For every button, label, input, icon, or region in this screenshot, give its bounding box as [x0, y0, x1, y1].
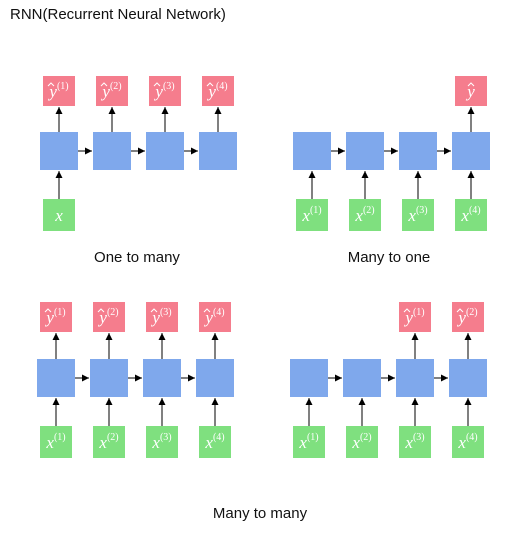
input-label: x(4) — [460, 205, 480, 225]
hidden-state-cell — [143, 359, 181, 397]
input-label: x(4) — [457, 432, 477, 452]
input-node — [40, 426, 72, 458]
panel-one-to-many: x y(1) y(2) y(3) y(4) — [40, 76, 237, 231]
hat-accent — [206, 82, 214, 87]
input-node — [399, 426, 431, 458]
hat-accent — [47, 82, 55, 87]
page-title: RNN(Recurrent Neural Network) — [10, 6, 226, 23]
output-label: y(3) — [150, 307, 171, 327]
input-label: x(2) — [98, 432, 118, 452]
output-node — [199, 302, 231, 332]
caption-many-to-one: Many to one — [347, 249, 431, 266]
input-label: x(2) — [354, 205, 374, 225]
output-node — [202, 76, 234, 106]
panel-many-to-many-delayed: x(1) x(2) x(3) y(1) x(4) y(2) — [290, 302, 487, 458]
hat-accent — [203, 308, 211, 313]
output-label: y(2) — [456, 307, 477, 327]
input-label: x — [54, 206, 63, 225]
input-node — [455, 199, 487, 231]
output-node — [452, 302, 484, 332]
input-node — [296, 199, 328, 231]
input-label: x(2) — [351, 432, 371, 452]
input-node — [146, 426, 178, 458]
input-label: x(3) — [151, 432, 171, 452]
hat-accent — [97, 308, 105, 313]
hat-accent — [150, 308, 158, 313]
hidden-state-cell — [146, 132, 184, 170]
output-label: y — [465, 82, 475, 101]
panel-many-to-one: x(1) x(2) x(3) x(4) y — [293, 76, 490, 231]
input-node — [199, 426, 231, 458]
output-node — [455, 76, 487, 106]
hidden-state-cell — [196, 359, 234, 397]
output-label: y(3) — [153, 81, 174, 101]
hidden-state-cell — [290, 359, 328, 397]
panel-many-to-many-synced: x(1) y(1) x(2) y(2) x(3) y(3) x(4) y(4) — [37, 302, 234, 458]
input-node — [346, 426, 378, 458]
hidden-state-cell — [199, 132, 237, 170]
output-label: y(4) — [206, 81, 227, 101]
output-node — [96, 76, 128, 106]
output-label: y(1) — [47, 81, 68, 101]
output-node — [399, 302, 431, 332]
hat-accent — [153, 82, 161, 87]
hidden-state-cell — [37, 359, 75, 397]
output-label: y(1) — [403, 307, 424, 327]
output-node — [93, 302, 125, 332]
hat-accent — [100, 82, 108, 87]
input-node — [452, 426, 484, 458]
hidden-state-cell — [93, 132, 131, 170]
hidden-state-cell — [396, 359, 434, 397]
hidden-state-cell — [346, 132, 384, 170]
caption-many-to-many: Many to many — [212, 505, 308, 522]
hat-accent — [44, 308, 52, 313]
hat-accent — [467, 82, 475, 87]
output-label: y(4) — [203, 307, 224, 327]
hidden-state-cell — [40, 132, 78, 170]
output-label: y(1) — [44, 307, 65, 327]
output-node — [43, 76, 75, 106]
output-node — [149, 76, 181, 106]
hidden-state-cell — [399, 132, 437, 170]
input-label: x(1) — [45, 432, 65, 452]
input-label: x(4) — [204, 432, 224, 452]
input-label: x(3) — [407, 205, 427, 225]
hidden-state-cell — [293, 132, 331, 170]
output-node — [40, 302, 72, 332]
input-node — [43, 199, 75, 231]
input-label: x(3) — [404, 432, 424, 452]
output-node — [146, 302, 178, 332]
input-node — [93, 426, 125, 458]
hat-accent — [403, 308, 411, 313]
output-label: y(2) — [100, 81, 121, 101]
input-node — [293, 426, 325, 458]
input-label: x(1) — [298, 432, 318, 452]
hidden-state-cell — [452, 132, 490, 170]
caption-one-to-many: One to many — [94, 249, 180, 266]
input-label: x(1) — [301, 205, 321, 225]
input-node — [349, 199, 381, 231]
hidden-state-cell — [343, 359, 381, 397]
hat-accent — [456, 308, 464, 313]
input-node — [402, 199, 434, 231]
output-label: y(2) — [97, 307, 118, 327]
hidden-state-cell — [90, 359, 128, 397]
hidden-state-cell — [449, 359, 487, 397]
